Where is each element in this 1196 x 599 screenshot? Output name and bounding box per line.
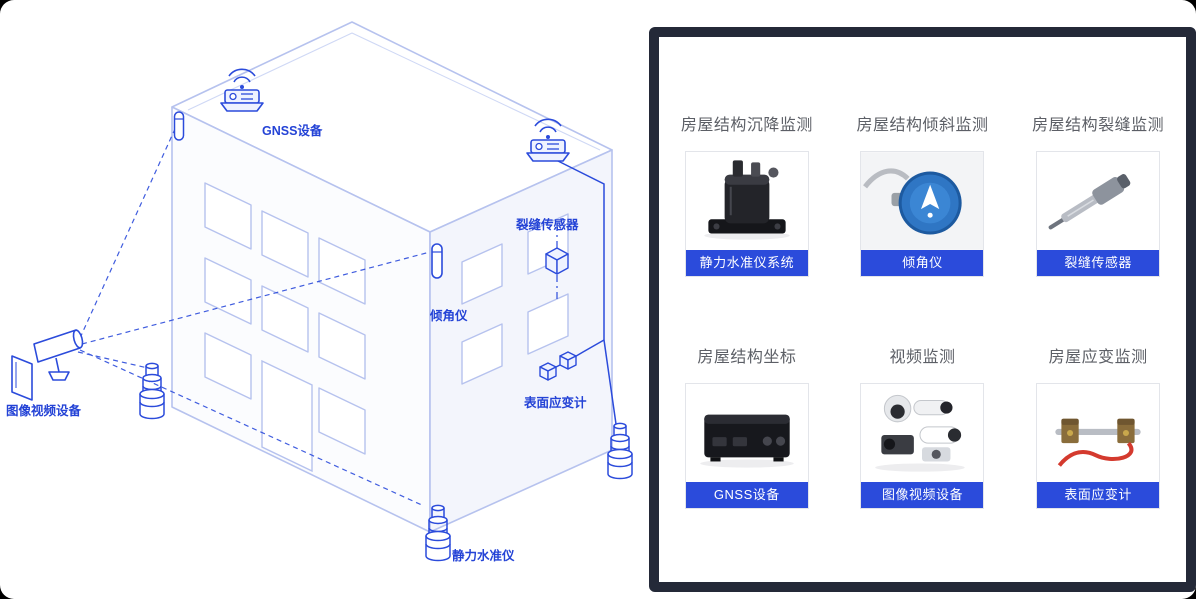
crack-sensor-device [545,224,569,302]
device-card-label: 表面应变计 [1037,482,1160,508]
camera-sight-lines [77,117,431,507]
strain-gauge-device [539,351,577,381]
label-level: 静力水准仪 [452,549,515,563]
crack-device-image [1037,152,1160,250]
device-card-box: 裂缝传感器 [1036,151,1161,277]
device-card-label: 图像视频设备 [861,482,984,508]
tilt-device-image [861,152,984,250]
device-card-title: 房屋结构倾斜监测 [856,117,989,134]
device-panel: 房屋结构沉降监测 [649,27,1196,592]
label-crack: 裂缝传感器 [516,218,579,232]
device-card-box: 倾角仪 [860,151,985,277]
building-diagram: GNSS设备 裂缝传感器 倾角仪 表面应变计 静力水准仪 图像视频设备 [6,21,633,563]
video-device-image [861,384,984,482]
device-card-crack: 房屋结构裂缝监测 裂缝传感器 [1010,111,1186,277]
settlement-device-image [685,152,808,250]
device-card-strain: 房屋应变监测 表面应变计 [1010,343,1186,509]
device-card-video: 视频监测 [835,343,1011,509]
strain-device-image [1037,384,1160,482]
tiltmeter-device [431,243,443,279]
device-card-label: 静力水准仪系统 [685,250,808,276]
device-card-title: 视频监测 [889,349,956,366]
label-strain: 表面应变计 [524,396,587,410]
gnss-device-image [685,384,808,482]
label-tilt: 倾角仪 [430,309,468,323]
device-card-title: 房屋结构坐标 [697,349,797,366]
left-wall-windows [204,182,366,455]
antenna-pole [173,111,185,141]
device-grid: 房屋结构沉降监测 [659,37,1186,509]
device-card-label: 倾角仪 [861,250,984,276]
device-card-tilt: 房屋结构倾斜监测 倾角仪 [835,111,1011,277]
device-card-box: 图像视频设备 [860,383,985,509]
device-card-label: GNSS设备 [685,482,808,508]
building-diagram-svg [11,21,633,562]
camera-device [11,329,84,401]
building-door [261,359,313,473]
label-camera: 图像视频设备 [6,404,82,418]
device-card-title: 房屋结构裂缝监测 [1032,117,1165,134]
device-card-title: 房屋应变监测 [1048,349,1148,366]
label-gnss: GNSS设备 [262,124,323,138]
device-card-title: 房屋结构沉降监测 [680,117,813,134]
device-card-box: GNSS设备 [684,383,809,509]
static-level-device-1 [139,362,165,420]
device-card-label: 裂缝传感器 [1037,250,1160,276]
device-card-box: 表面应变计 [1036,383,1161,509]
device-card-settlement: 房屋结构沉降监测 [659,111,835,277]
device-card-box: 静力水准仪系统 [684,151,809,277]
device-card-gnss: 房屋结构坐标 [659,343,835,509]
